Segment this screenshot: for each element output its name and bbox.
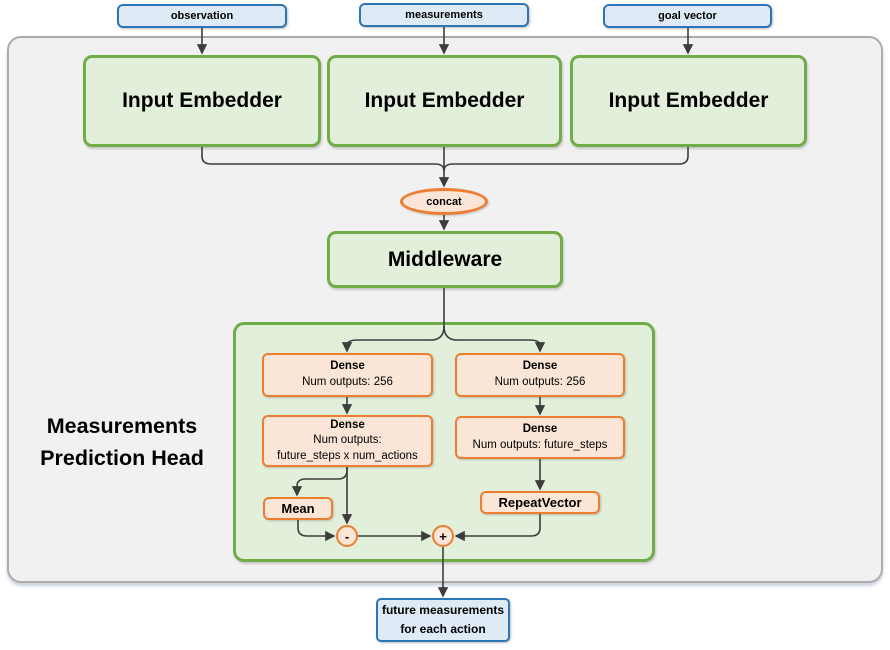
node-label: Input Embedder [122,89,282,112]
node-title: Mean [281,500,315,516]
node-title: Dense [522,360,558,373]
node-label: concat [426,195,462,208]
node-input-embedder-1: Input Embedder [83,55,321,147]
node-dense-right-1: Dense Num outputs: 256 [455,353,625,397]
output-label-line1: future measurements [381,603,505,618]
input-box-measurements: measurements [359,3,529,27]
node-repeat-vector: RepeatVector [480,491,600,514]
node-dense-left-1: Dense Num outputs: 256 [262,353,433,397]
node-subtitle-2: future_steps x num_actions [277,449,418,462]
node-title: Dense [330,360,365,373]
input-label-measurements: measurements [405,9,483,21]
input-box-observation: observation [117,4,287,28]
group-title-line1: Measurements [46,414,198,438]
node-subtitle: Num outputs: 256 [302,376,393,388]
node-mean: Mean [263,497,333,520]
node-subtract-op: - [336,525,358,547]
output-label-line2: for each action [400,622,486,636]
input-label-goal-vector: goal vector [658,10,717,22]
node-label: Input Embedder [364,89,525,112]
node-input-embedder-2: Input Embedder [327,55,562,147]
node-input-embedder-3: Input Embedder [570,55,807,147]
node-dense-right-2: Dense Num outputs: future_steps [455,416,625,459]
input-box-goal-vector: goal vector [603,4,772,28]
output-box-future-measurements: future measurements for each action [376,598,510,642]
node-subtitle: Num outputs: future_steps [472,438,608,451]
node-label: Middleware [387,247,503,271]
group-title-line2: Prediction Head [40,446,204,471]
group-title: Measurements Prediction Head [14,410,230,475]
node-dense-left-2: Dense Num outputs: future_steps x num_ac… [262,415,433,467]
plus-icon: + [439,528,447,544]
node-concat: concat [400,188,488,215]
node-subtitle: Num outputs: [313,434,382,447]
node-add-op: + [432,525,454,547]
minus-icon: - [344,528,350,544]
node-middleware: Middleware [327,231,563,288]
node-title: Dense [522,422,558,435]
input-label-observation: observation [170,10,234,22]
node-title: Dense [330,418,365,431]
node-title: RepeatVector [498,494,582,510]
node-label: Input Embedder [608,89,769,112]
node-subtitle: Num outputs: 256 [494,376,586,388]
